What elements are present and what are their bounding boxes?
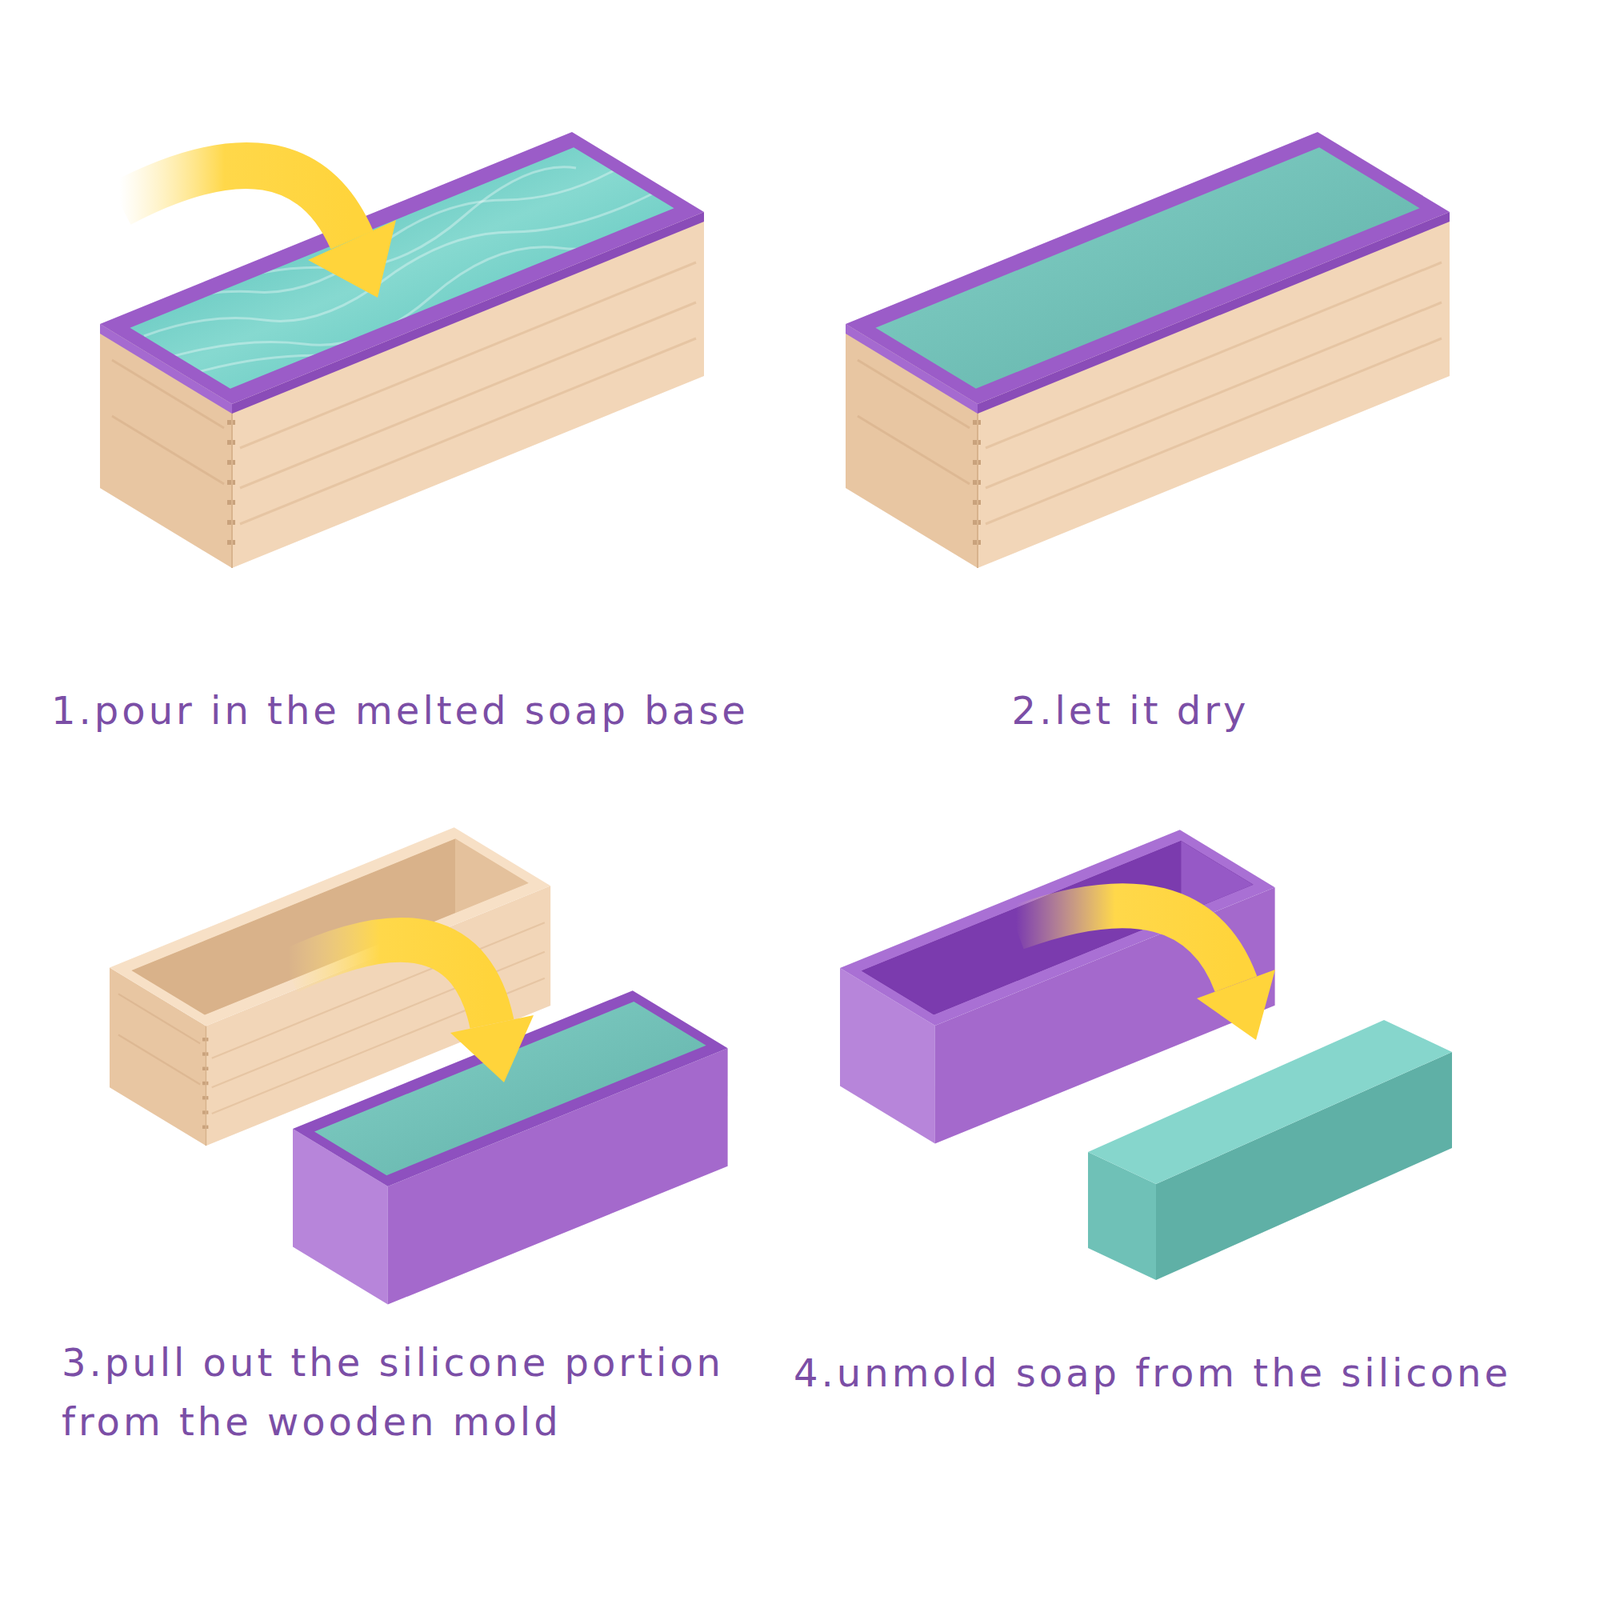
unmold-arrow [1016, 905, 1236, 984]
pull-arrow [288, 940, 492, 1024]
pour-arrow [120, 165, 352, 240]
arrow-head [1196, 969, 1276, 1040]
ripple [160, 200, 688, 360]
panel-pour [100, 132, 704, 568]
silicone-liner [100, 132, 704, 414]
panel-silicone-full [292, 990, 728, 1304]
arrow-head [450, 1015, 534, 1083]
ripple [144, 192, 656, 336]
silicone-inner-back-wall [861, 840, 1181, 1089]
panel-dry [845, 132, 1450, 568]
step-caption: 4.unmold soap from the silicone [793, 1343, 1512, 1403]
set-soap [876, 147, 1420, 389]
silicone-inside-walls [861, 840, 1254, 1089]
step-caption: 1.pour in the melted soap base [51, 680, 749, 740]
arrow-head [308, 220, 396, 298]
soap-bar [1088, 1020, 1452, 1280]
silicone-liner [845, 132, 1450, 414]
water-ripples [136, 160, 688, 376]
wood-inside-walls [131, 838, 528, 1090]
soap-top-face [1088, 1020, 1452, 1184]
pull-arrow-group [288, 940, 534, 1083]
panel-silicone-empty [840, 829, 1276, 1144]
step-caption: 3.pull out the silicone portion from the… [61, 1332, 742, 1452]
set-soap [314, 1001, 707, 1176]
step-caption: 2.let it dry [890, 680, 1371, 740]
unmold-arrow-group [1016, 905, 1276, 1040]
ripple [184, 255, 608, 376]
